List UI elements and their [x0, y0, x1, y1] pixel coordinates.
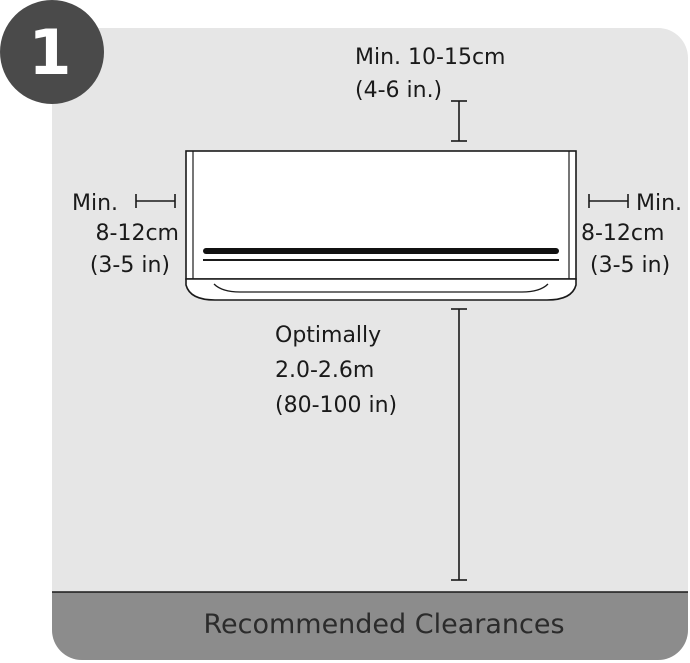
- step-number: 1: [28, 16, 71, 89]
- floor-clearance-heading: Optimally: [275, 323, 381, 348]
- floor-band: [52, 592, 688, 660]
- air-conditioner-unit-icon: [185, 150, 577, 301]
- left-clearance-imperial: (3-5 in): [90, 253, 170, 278]
- floor-clearance-metric: 2.0-2.6m: [275, 358, 374, 383]
- left-clearance-marker: [135, 194, 176, 208]
- right-clearance-prefix: Min.: [636, 191, 682, 216]
- left-clearance-prefix: Min.: [72, 191, 118, 216]
- floor-clearance-imperial: (80-100 in): [275, 393, 397, 418]
- right-clearance-marker: [588, 194, 629, 208]
- top-clearance-imperial: (4-6 in.): [355, 78, 442, 103]
- footer-caption: Recommended Clearances: [203, 609, 564, 640]
- left-clearance-metric: 8-12cm: [96, 221, 179, 246]
- right-clearance-metric: 8-12cm: [581, 221, 664, 246]
- top-clearance-metric: Min. 10-15cm: [355, 45, 505, 70]
- step-badge: [0, 0, 104, 104]
- floor-clearance-marker: [451, 308, 467, 581]
- top-clearance-marker: [451, 100, 467, 142]
- right-clearance-imperial: (3-5 in): [590, 253, 670, 278]
